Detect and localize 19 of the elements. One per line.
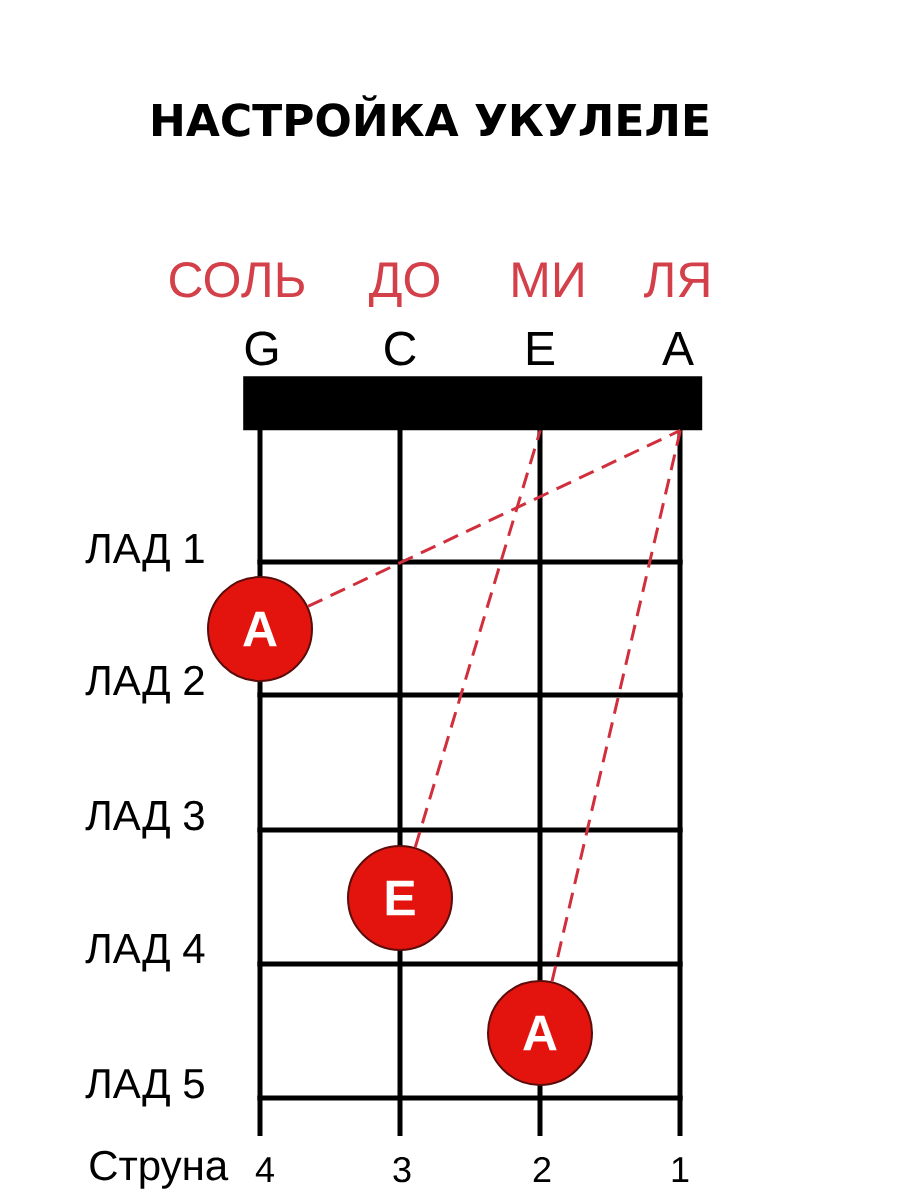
string-number: 4	[255, 1157, 274, 1182]
note-name: МИ	[513, 262, 583, 297]
note-name: ДО	[369, 262, 439, 307]
fret-label: ЛАД 2	[85, 665, 204, 704]
dashed-line	[307, 429, 681, 608]
fret-label: ЛАД 3	[85, 800, 204, 839]
dashed-line	[550, 430, 682, 982]
string-number: 2	[533, 1156, 551, 1182]
string-label: Струна	[90, 1150, 229, 1189]
note-name: СОЛЬ	[170, 262, 304, 298]
nut-bar	[243, 376, 703, 431]
fret-label: ЛАД 1	[85, 534, 204, 572]
note-name: ЛЯ	[644, 262, 709, 298]
string-number: 3	[393, 1156, 411, 1183]
fret-label: ЛАД 4	[85, 934, 205, 972]
string-number: 1	[672, 1157, 689, 1182]
fret-label: ЛАД 5	[85, 1069, 204, 1107]
dashed-line	[413, 429, 542, 848]
title: НАСТРОЙКА УКУЛЕЛЕ	[153, 95, 708, 137]
